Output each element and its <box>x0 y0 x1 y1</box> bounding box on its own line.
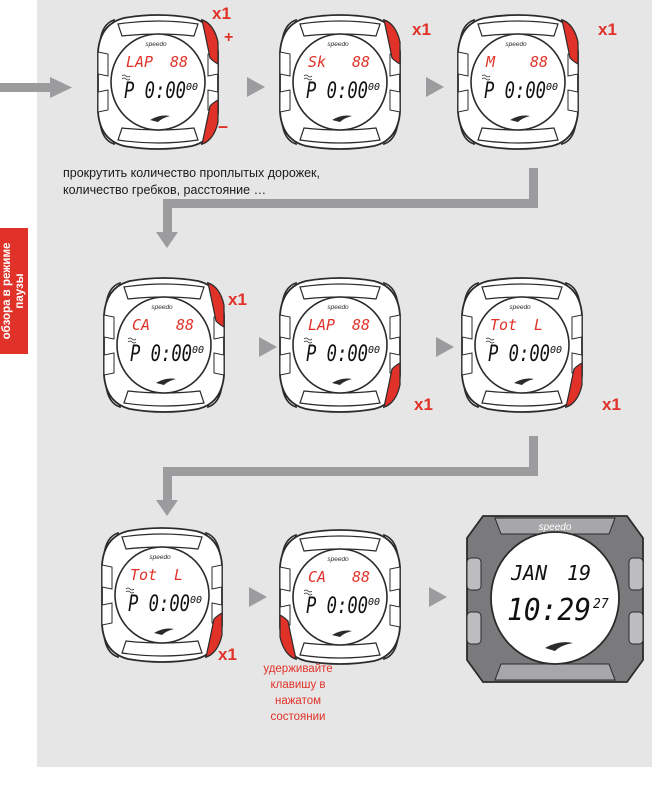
lcd-mode-value: 88 <box>352 53 370 71</box>
lcd-date-month: JAN <box>510 561 548 585</box>
lcd-main-time: P 0:00 <box>306 79 368 104</box>
lcd-mode-label: CA <box>308 568 326 586</box>
brand-logo: speedo <box>145 41 167 48</box>
press-count-label: x1 <box>602 395 621 414</box>
watch-side-button[interactable] <box>466 611 482 645</box>
watch-dial <box>490 531 620 665</box>
brand-logo: speedo <box>539 522 572 533</box>
brand-logo: speedo <box>505 41 527 48</box>
lcd-hundredths: 00 <box>186 82 198 93</box>
lcd-mode-value: 88 <box>170 53 188 71</box>
lcd-hundredths: 00 <box>368 597 380 608</box>
press-count-label: x1 <box>218 645 237 664</box>
lcd-mode-label: M <box>485 53 496 71</box>
watch-side-button[interactable] <box>466 557 482 591</box>
lcd-main-time: P 0:00 <box>488 342 550 367</box>
scroll-note: прокрутить количество проплытых дорожек, <box>63 166 320 180</box>
lcd-hundredths: 00 <box>368 82 380 93</box>
row-connector-2 <box>156 436 538 516</box>
press-count-label: x1 <box>598 20 617 39</box>
brand-logo: speedo <box>509 304 531 311</box>
brand-logo: speedo <box>327 556 349 563</box>
lcd-main-time: P 0:00 <box>130 342 192 367</box>
press-count-label: x1 <box>228 290 247 309</box>
lcd-hundredths: 00 <box>546 82 558 93</box>
hold-note: нажатом <box>275 695 321 707</box>
scroll-note: количество гребков, расстояние … <box>63 183 266 197</box>
entry-arrow <box>0 77 72 98</box>
lcd-mode-value: L <box>174 566 183 584</box>
brand-logo: speedo <box>149 554 171 561</box>
sidebar-label: обзора в режиме <box>1 243 13 340</box>
lcd-mode-value: 88 <box>352 568 370 586</box>
lcd-mode-label: Sk <box>308 53 326 71</box>
lcd-mode-value: 88 <box>352 316 370 334</box>
row-connector-1 <box>156 168 538 248</box>
lcd-date-day: 19 <box>567 561 591 585</box>
lcd-mode-label: LAP <box>308 316 335 334</box>
plus-sign: + <box>224 29 233 46</box>
step-arrow <box>429 587 447 607</box>
lcd-mode-value: 88 <box>176 316 194 334</box>
watch-side-button[interactable] <box>628 611 644 645</box>
press-count-label: x1 <box>412 20 431 39</box>
lcd-hundredths: 00 <box>190 595 202 606</box>
step-arrow <box>259 337 277 357</box>
lcd-mode-label: Tot <box>490 316 517 334</box>
lcd-hundredths: 00 <box>368 345 380 356</box>
lcd-main-time: P 0:00 <box>306 594 368 619</box>
lcd-mode-value: 88 <box>530 53 548 71</box>
swoosh-icon <box>545 642 573 651</box>
lcd-main-time: 10:29 <box>507 593 591 628</box>
lcd-mode-value: L <box>534 316 543 334</box>
press-count-label: x1 <box>212 4 231 23</box>
step-arrow <box>436 337 454 357</box>
press-count-label: x1 <box>414 395 433 414</box>
sidebar-label: паузы <box>14 273 26 308</box>
watch-side-button[interactable] <box>628 557 644 591</box>
brand-logo: speedo <box>327 41 349 48</box>
lcd-seconds: 27 <box>593 597 609 612</box>
lcd-mode-label: Tot <box>130 566 157 584</box>
step-arrow <box>426 77 444 97</box>
minus-sign: – <box>218 116 228 136</box>
lcd-main-time: P 0:00 <box>484 79 546 104</box>
step-arrow <box>247 77 265 97</box>
watch-bezel <box>494 663 616 681</box>
lcd-main-time: P 0:00 <box>124 79 186 104</box>
brand-logo: speedo <box>327 304 349 311</box>
hold-note: клавишу в <box>270 679 325 691</box>
lcd-main-time: P 0:00 <box>306 342 368 367</box>
lcd-main-time: P 0:00 <box>128 592 190 617</box>
lcd-hundredths: 00 <box>550 345 562 356</box>
hold-note: состоянии <box>271 711 326 723</box>
hold-note: удерживайте <box>263 663 332 675</box>
step-arrow <box>249 587 267 607</box>
lcd-mode-label: CA <box>132 316 150 334</box>
watch-bezel <box>494 517 616 535</box>
brand-logo: speedo <box>151 304 173 311</box>
lcd-mode-label: LAP <box>126 53 153 71</box>
sidebar-tab <box>0 228 28 354</box>
lcd-hundredths: 00 <box>192 345 204 356</box>
